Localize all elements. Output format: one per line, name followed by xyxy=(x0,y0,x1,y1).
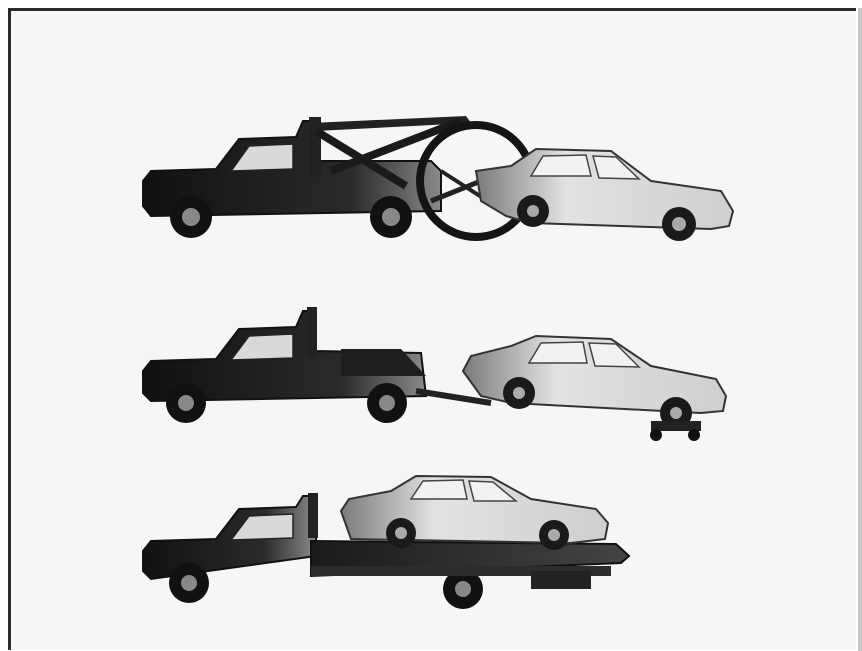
panel-dolly-tow xyxy=(143,307,726,441)
towed-car-icon xyxy=(476,149,733,241)
towed-car-icon xyxy=(341,476,608,550)
towing-methods-illustration xyxy=(11,11,856,651)
panel-flatbed-tow xyxy=(143,476,629,609)
panel-sling-tow xyxy=(143,116,733,241)
illustration-frame xyxy=(8,8,856,650)
tow-truck-icon xyxy=(143,307,491,423)
frame-right-edge xyxy=(858,8,862,651)
